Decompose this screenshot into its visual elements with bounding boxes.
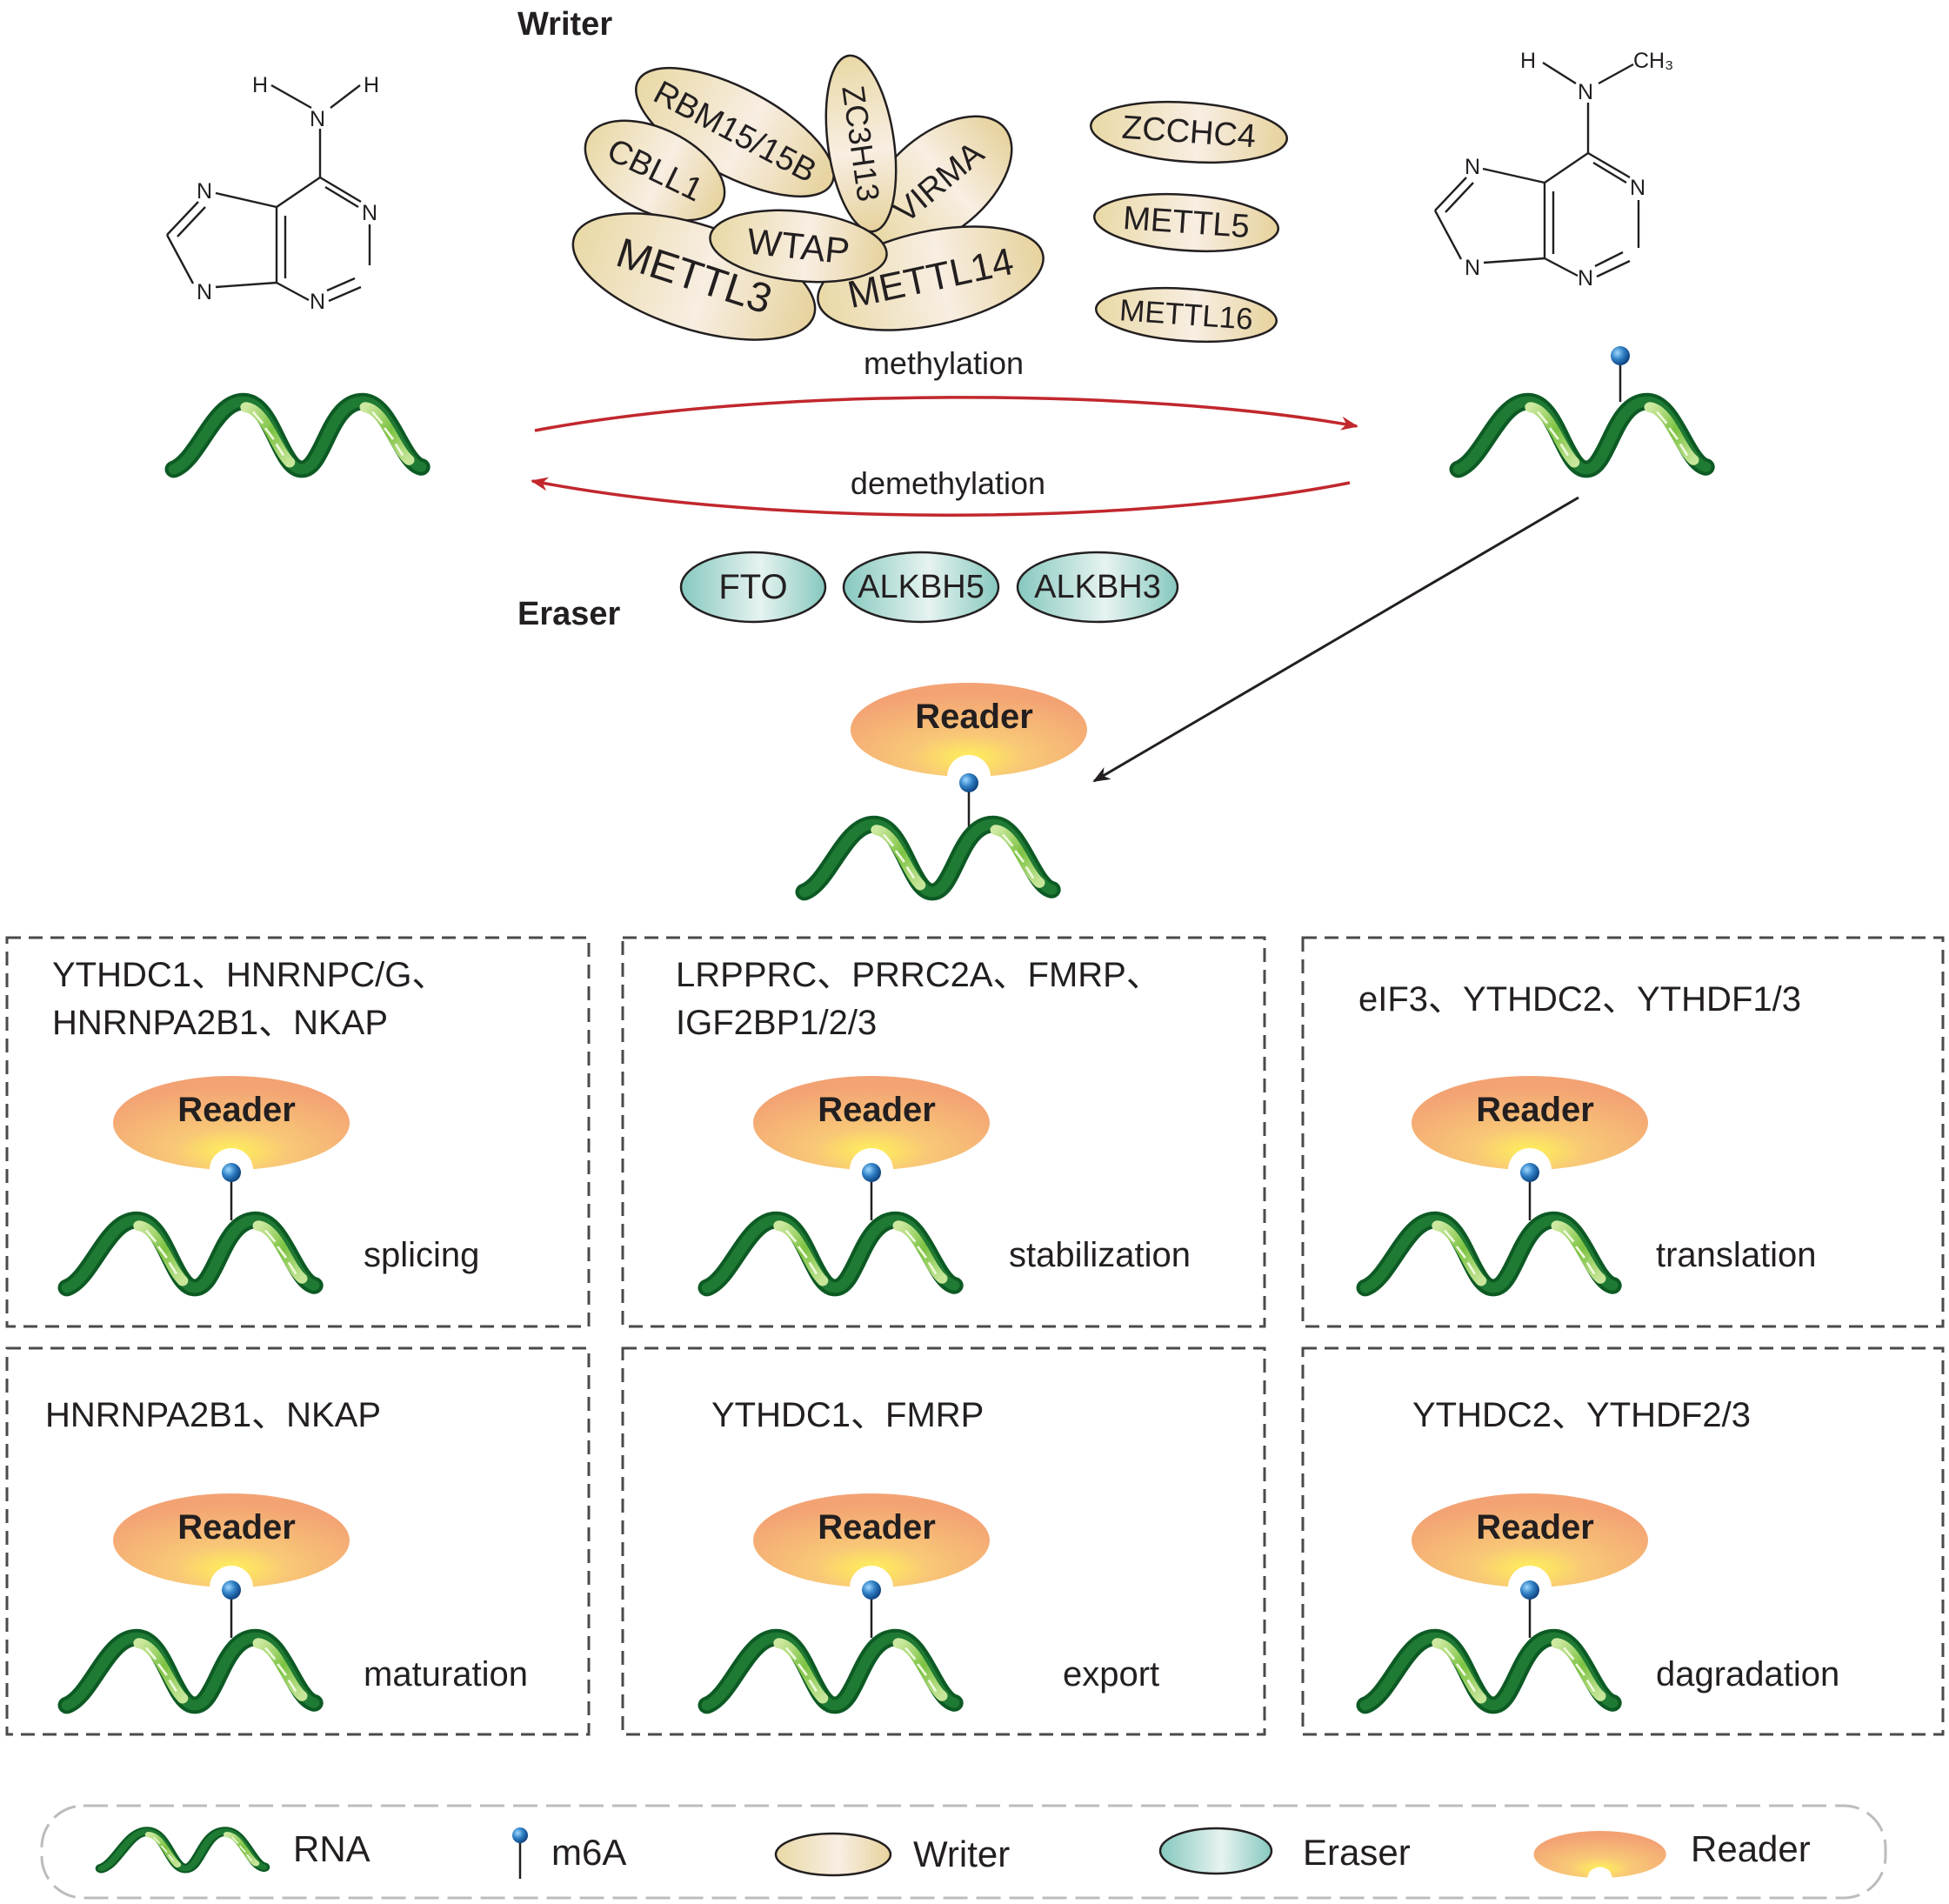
rna-methylated xyxy=(1458,346,1705,469)
function-label: splicing xyxy=(364,1236,479,1274)
legend-m6a-icon xyxy=(512,1827,528,1843)
demethylation-label: demethylation xyxy=(851,465,1045,501)
m6a-mark xyxy=(959,773,978,792)
svg-text:ALKBH3: ALKBH3 xyxy=(1034,569,1161,605)
eraser-title: Eraser xyxy=(517,596,621,632)
legend: RNA m6A Writer Eraser Reader xyxy=(40,1804,1887,1900)
svg-text:N: N xyxy=(197,179,212,204)
svg-text:Reader: Reader xyxy=(818,1091,936,1129)
svg-text:Reader: Reader xyxy=(1476,1091,1594,1129)
m6a-mark xyxy=(222,1580,241,1600)
writer-title: Writer xyxy=(517,6,612,43)
function-label: export xyxy=(1063,1655,1159,1694)
legend-reader-label: Reader xyxy=(1691,1828,1811,1869)
writer-mettl16: METTL16 xyxy=(1094,286,1278,344)
svg-text:ALKBH5: ALKBH5 xyxy=(858,569,985,605)
svg-text:N: N xyxy=(362,201,377,225)
svg-text:N: N xyxy=(1465,155,1480,179)
legend-writer-icon xyxy=(774,1832,892,1877)
svg-text:Reader: Reader xyxy=(177,1091,296,1129)
methylation-label: methylation xyxy=(864,345,1024,381)
svg-text:Reader: Reader xyxy=(1476,1508,1594,1547)
svg-text:N: N xyxy=(197,280,212,304)
panel-proteins: HNRNPA2B1、NKAP xyxy=(45,1396,381,1434)
panel-proteins: LRPPRC、PRRC2A、FMRP、 xyxy=(676,956,1161,994)
svg-text:H: H xyxy=(252,73,268,97)
legend-rna-icon xyxy=(102,1832,264,1868)
legend-rna-label: RNA xyxy=(293,1828,370,1869)
svg-text:CH₃: CH₃ xyxy=(1633,49,1673,73)
panel-stabilization xyxy=(621,936,1266,1328)
svg-text:N: N xyxy=(1630,176,1645,200)
function-panels: YTHDC1、HNRNPC/G、 HNRNPA2B1、NKAP Reader s… xyxy=(5,936,1945,1736)
panel-maturation xyxy=(5,1346,591,1736)
svg-text:Reader: Reader xyxy=(177,1508,296,1547)
panel-proteins: eIF3、YTHDC2、YTHDF1/3 xyxy=(1358,980,1801,1019)
reader-panel-3: Reader xyxy=(1365,1076,1648,1287)
svg-text:METTL5: METTL5 xyxy=(1122,200,1251,245)
writer-cbll1: CBLL1 xyxy=(584,119,726,222)
m6a-mark xyxy=(862,1580,881,1600)
reader-panel-6: Reader xyxy=(1365,1493,1648,1705)
eraser-alkbh3: ALKBH3 xyxy=(1016,551,1179,624)
m6a-mark xyxy=(1520,1163,1539,1182)
demethylation-arrow xyxy=(531,477,1351,517)
panel-proteins: YTHDC1、HNRNPC/G、 xyxy=(52,956,446,994)
m6a-mark xyxy=(862,1163,881,1182)
recognition-arrow xyxy=(1092,496,1579,783)
svg-text:FTO: FTO xyxy=(718,568,787,606)
eraser-alkbh5: ALKBH5 xyxy=(842,551,1000,624)
writer-mettl5: METTL5 xyxy=(1092,192,1280,253)
panel-splicing xyxy=(5,936,591,1328)
svg-text:N: N xyxy=(1465,256,1480,280)
panel-proteins: IGF2BP1/2/3 xyxy=(676,1004,877,1042)
writer-zcchc4: ZCCHC4 xyxy=(1090,100,1288,164)
writer-wtap: WTAP xyxy=(709,209,888,284)
legend-writer-label: Writer xyxy=(913,1834,1010,1874)
m6a-mark xyxy=(222,1163,241,1182)
legend-m6a-label: m6A xyxy=(551,1832,626,1873)
legend-eraser-icon xyxy=(1158,1827,1273,1875)
eraser-fto: FTO xyxy=(679,551,827,624)
reader-panel-5: Reader xyxy=(707,1493,990,1705)
svg-text:Reader: Reader xyxy=(915,698,1033,736)
m6a-mark xyxy=(1611,346,1630,365)
function-label: maturation xyxy=(364,1655,528,1694)
panel-proteins: HNRNPA2B1、NKAP xyxy=(52,1004,388,1042)
panel-export xyxy=(621,1346,1266,1736)
function-label: translation xyxy=(1656,1236,1817,1274)
m6a-molecule: H CH₃ N N N N N xyxy=(1433,49,1673,291)
m6a-mark xyxy=(1520,1580,1539,1600)
reader-central: Reader xyxy=(804,683,1087,892)
methylation-arrow xyxy=(534,396,1358,432)
svg-text:N: N xyxy=(1578,80,1593,104)
svg-text:N: N xyxy=(310,107,325,131)
legend-reader-icon xyxy=(1533,1831,1666,1878)
panel-translation xyxy=(1301,936,1945,1328)
svg-text:Reader: Reader xyxy=(818,1508,936,1547)
panel-degradation xyxy=(1301,1346,1945,1736)
svg-text:N: N xyxy=(310,290,325,314)
writer-zc3h13: ZC3H13 xyxy=(824,54,898,233)
function-label: stabilization xyxy=(1009,1236,1191,1274)
panel-proteins: YTHDC1、FMRP xyxy=(711,1396,984,1434)
svg-text:H: H xyxy=(1520,49,1536,73)
writer-complex: RBM15/15B CBLL1 VIRMA ZC3H13 METTL3 METT… xyxy=(571,54,1045,341)
reader-panel-1: Reader xyxy=(67,1076,350,1287)
svg-text:N: N xyxy=(1578,266,1593,291)
panel-proteins: YTHDC2、YTHDF2/3 xyxy=(1412,1396,1751,1434)
svg-text:H: H xyxy=(364,73,379,97)
adenine-molecule: H H N N N N N xyxy=(165,73,379,314)
rna-unmethylated xyxy=(174,402,421,470)
function-label: dagradation xyxy=(1656,1655,1839,1694)
reader-panel-4: Reader xyxy=(67,1493,350,1705)
legend-eraser-label: Eraser xyxy=(1303,1832,1411,1873)
reader-panel-2: Reader xyxy=(707,1076,990,1287)
